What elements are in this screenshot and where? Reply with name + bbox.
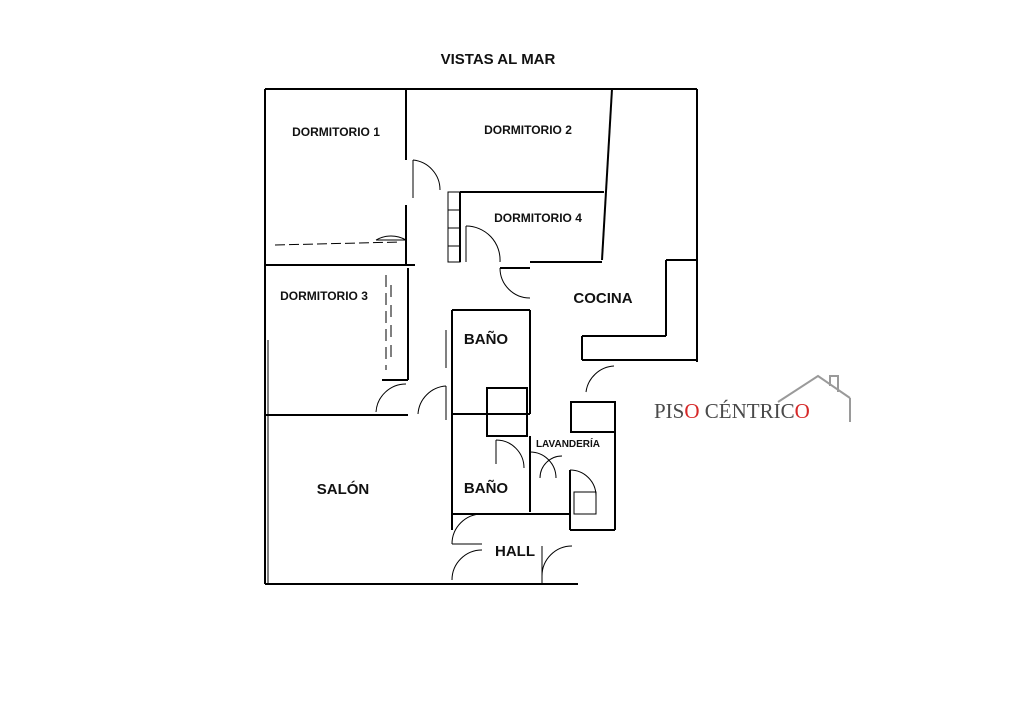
room-label-bano-1: BAÑO <box>464 330 508 348</box>
room-label-dormitorio-3: DORMITORIO 3 <box>280 289 368 303</box>
room-label-dormitorio-4: DORMITORIO 4 <box>494 211 582 225</box>
outer-walls <box>264 88 698 585</box>
room-label-salon: SALÓN <box>317 480 370 498</box>
bano-2-walls <box>451 414 570 515</box>
salon-hall-walls <box>451 513 573 584</box>
lavanderia-walls <box>529 401 616 531</box>
house-roof-icon <box>777 374 851 422</box>
cocina-walls <box>581 259 697 393</box>
bano-1-walls <box>417 309 531 437</box>
dormitorio-4-walls <box>447 191 602 299</box>
piso-centrico-logo: PISO CÉNTRICO <box>654 374 851 423</box>
room-label-bano-2: BAÑO <box>464 479 508 497</box>
logo-text: PISO CÉNTRICO <box>654 399 810 423</box>
dormitorio-2-walls <box>460 88 613 261</box>
dormitorio-3-walls <box>265 268 409 416</box>
room-label-hall: HALL <box>495 543 535 560</box>
room-label-dormitorio-2: DORMITORIO 2 <box>484 123 572 137</box>
room-label-lavanderia: LAVANDERÍA <box>536 437 600 450</box>
dormitorio-1-walls <box>265 89 441 266</box>
room-label-dormitorio-1: DORMITORIO 1 <box>292 125 380 139</box>
room-label-cocina: COCINA <box>573 290 632 307</box>
plan-title: VISTAS AL MAR <box>441 51 556 68</box>
